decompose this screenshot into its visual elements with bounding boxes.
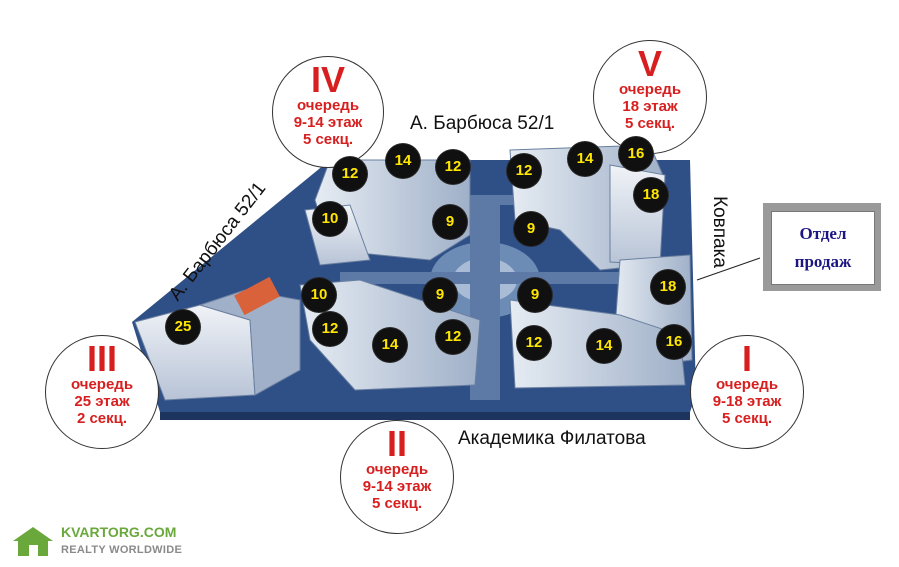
- street-label-bottom: Академика Филатова: [458, 428, 646, 449]
- sales-office-line-2: продаж: [794, 252, 852, 271]
- watermark-tagline: REALTY WORLDWIDE: [61, 544, 183, 556]
- phase-iv-number: IV: [310, 59, 345, 100]
- floor-badge: 12: [517, 326, 551, 360]
- floor-badge: 16: [619, 137, 653, 171]
- sales-office-sign[interactable]: Отдел продаж: [763, 203, 881, 291]
- phase-v-label: очередь: [618, 81, 682, 98]
- floor-badge: 14: [373, 328, 407, 362]
- phase-v-floors: 18 этаж: [622, 98, 678, 115]
- floor-badge: 12: [436, 320, 470, 354]
- phase-iv-callout: IV очередь 9-14 этаж 5 секц.: [272, 56, 384, 168]
- phase-v-sections: 5 секц.: [624, 115, 676, 132]
- watermark-site: KVARTORG.COM: [61, 524, 177, 540]
- phase-ii-floors: 9-14 этаж: [362, 478, 432, 495]
- street-label-top: А. Барбюса 52/1: [410, 113, 555, 134]
- floor-badge: 9: [514, 212, 548, 246]
- floor-badge: 14: [386, 144, 420, 178]
- floor-badge: 18: [651, 270, 685, 304]
- floor-badge: 10: [302, 278, 336, 312]
- floor-badge: 16: [657, 325, 691, 359]
- floor-badge: 12: [333, 157, 367, 191]
- phase-i-label: очередь: [715, 376, 779, 393]
- floor-badge: 12: [436, 150, 470, 184]
- phase-i-callout: I очередь 9-18 этаж 5 секц.: [690, 335, 804, 449]
- phase-v-callout: V очередь 18 этаж 5 секц.: [593, 40, 707, 154]
- phase-ii-label: очередь: [365, 461, 429, 478]
- phase-iii-number: III: [86, 338, 117, 379]
- sales-office-panel: Отдел продаж: [771, 211, 875, 285]
- phase-i-number: I: [741, 338, 752, 379]
- sales-office-line-1: Отдел: [799, 224, 847, 243]
- phase-v-number: V: [637, 43, 662, 84]
- floor-badge: 12: [507, 154, 541, 188]
- floor-badge: 14: [587, 329, 621, 363]
- floor-badge: 10: [313, 202, 347, 236]
- road-right: [696, 257, 761, 281]
- house-logo-icon: [13, 527, 53, 556]
- phase-i-sections: 5 секц.: [721, 410, 773, 427]
- floor-badge: 12: [313, 312, 347, 346]
- phase-ii-number: II: [386, 423, 407, 464]
- phase-iii-label: очередь: [70, 376, 134, 393]
- sports-court: [234, 276, 280, 316]
- phase-i-floors: 9-18 этаж: [712, 393, 782, 410]
- phase-iii-sections: 2 секц.: [76, 410, 128, 427]
- phase-ii-sections: 5 секц.: [371, 495, 423, 512]
- floor-badge: 9: [423, 278, 457, 312]
- phase-iv-sections: 5 секц.: [302, 131, 354, 148]
- phase-ii-callout: II очередь 9-14 этаж 5 секц.: [340, 420, 454, 534]
- floor-badge: 9: [433, 205, 467, 239]
- watermark: KVARTORG.COM REALTY WORLDWIDE: [6, 522, 206, 562]
- floor-badge: 18: [634, 178, 668, 212]
- phase-iii-floors: 25 этаж: [74, 393, 130, 410]
- phase-iv-label: очередь: [296, 97, 360, 114]
- ground-shadow: [160, 412, 690, 420]
- phase-iii-callout: III очередь 25 этаж 2 секц.: [45, 335, 159, 449]
- floor-badge: 9: [518, 278, 552, 312]
- floor-badge: 25: [166, 310, 200, 344]
- floor-badge: 14: [568, 142, 602, 176]
- phase-iv-floors: 9-14 этаж: [293, 114, 363, 131]
- street-label-right: Ковпака: [709, 196, 730, 268]
